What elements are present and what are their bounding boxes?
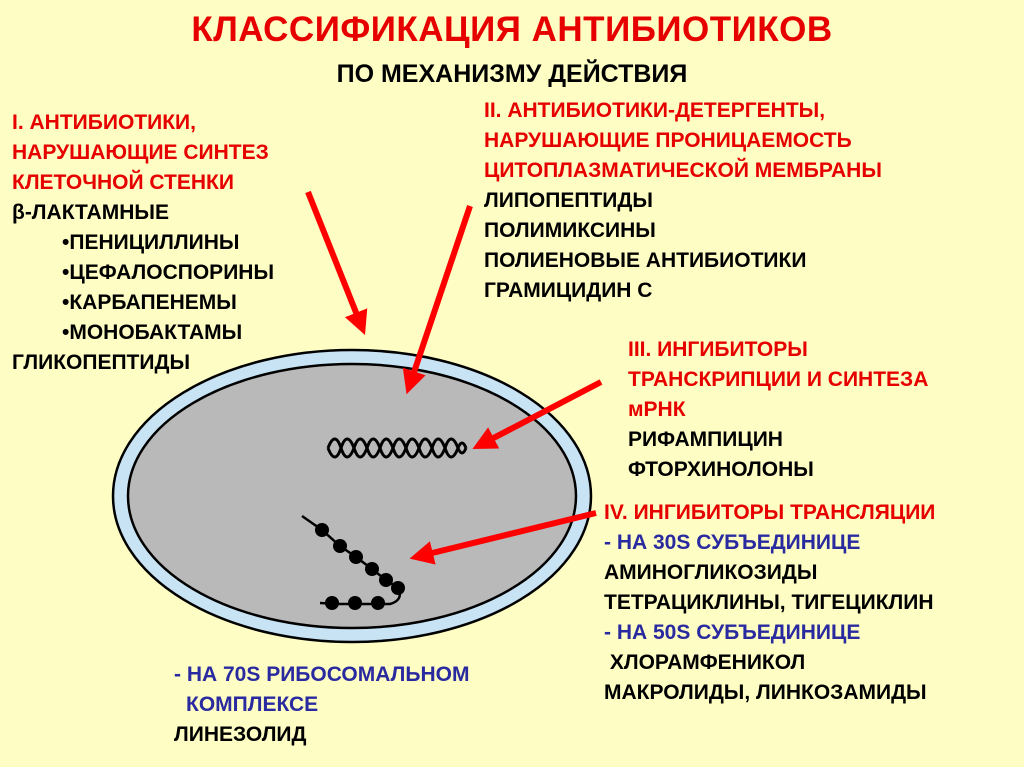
drug-item: ХЛОРАМФЕНИКОЛ <box>604 651 806 674</box>
drug-item: ФТОРХИНОЛОНЫ <box>628 458 814 481</box>
arrow-icon <box>409 510 597 565</box>
drug-item: ПОЛИМИКСИНЫ <box>484 219 656 242</box>
drug-item: АМИНОГЛИКОЗИДЫ <box>604 561 818 584</box>
drug-item: •ЦЕФАЛОСПОРИНЫ <box>62 261 275 284</box>
group-70s: - НА 70S РИБОСОМАЛЬНОМ КОМПЛЕКСЕ ЛИНЕЗОЛ… <box>174 660 469 750</box>
subgroup-label: - НА 70S РИБОСОМАЛЬНОМ <box>174 663 470 686</box>
arrow-icon <box>472 379 603 449</box>
group-header: КЛЕТОЧНОЙ СТЕНКИ <box>12 171 234 194</box>
subgroup-label: - НА 50S СУБЪЕДИНИЦЕ <box>604 621 861 644</box>
group-cell-wall: I. АНТИБИОТИКИ, НАРУШАЮЩИЕ СИНТЕЗ КЛЕТОЧ… <box>12 108 274 378</box>
group-header: ЦИТОПЛАЗМАТИЧЕСКОЙ МЕМБРАНЫ <box>484 159 882 182</box>
group-header: I. АНТИБИОТИКИ, <box>12 111 196 134</box>
group-header: II. АНТИБИОТИКИ-ДЕТЕРГЕНТЫ, <box>484 99 826 122</box>
group-header: НАРУШАЮЩИЕ СИНТЕЗ <box>12 141 269 164</box>
dna-helix-icon <box>326 437 468 459</box>
group-transcription: III. ИНГИБИТОРЫ ТРАНСКРИПЦИИ И СИНТЕЗА м… <box>628 335 928 485</box>
group-header: IV. ИНГИБИТОРЫ ТРАНСЛЯЦИИ <box>604 501 936 524</box>
group-header: мРНК <box>628 398 686 421</box>
arrow-icon <box>402 205 473 395</box>
drug-item: •КАРБАПЕНЕМЫ <box>62 291 237 314</box>
group-translation: IV. ИНГИБИТОРЫ ТРАНСЛЯЦИИ - НА 30S СУБЪЕ… <box>604 498 935 708</box>
page-title: КЛАССИФИКАЦИЯ АНТИБИОТИКОВ <box>191 10 833 49</box>
drug-item: ГРАМИЦИДИН С <box>484 279 653 302</box>
drug-item: •ПЕНИЦИЛЛИНЫ <box>62 231 240 254</box>
drug-item: МАКРОЛИДЫ, ЛИНКОЗАМИДЫ <box>604 681 927 704</box>
page-subtitle: ПО МЕХАНИЗМУ ДЕЙСТВИЯ <box>336 60 688 88</box>
drug-item: РИФАМПИЦИН <box>628 428 783 451</box>
drug-item: ЛИНЕЗОЛИД <box>174 723 307 746</box>
drug-item: •МОНОБАКТАМЫ <box>62 321 243 344</box>
drug-item: ЛИПОПЕПТИДЫ <box>484 189 653 212</box>
group-membrane: II. АНТИБИОТИКИ-ДЕТЕРГЕНТЫ, НАРУШАЮЩИЕ П… <box>484 96 882 306</box>
subgroup-label: - НА 30S СУБЪЕДИНИЦЕ <box>604 531 861 554</box>
subgroup-label: КОМПЛЕКСЕ <box>186 693 319 716</box>
drug-item: ТЕТРАЦИКЛИНЫ, ТИГЕЦИКЛИН <box>604 591 934 614</box>
drug-class: ГЛИКОПЕПТИДЫ <box>12 351 190 374</box>
cytoplasm <box>126 362 578 630</box>
ribosome-chain-icon <box>301 514 405 610</box>
arrow-icon <box>305 190 368 336</box>
drug-class: β-ЛАКТАМНЫЕ <box>12 201 169 224</box>
group-header: ТРАНСКРИПЦИИ И СИНТЕЗА <box>628 368 929 391</box>
drug-item: ПОЛИЕНОВЫЕ АНТИБИОТИКИ <box>484 249 807 272</box>
group-header: III. ИНГИБИТОРЫ <box>628 338 808 361</box>
group-header: НАРУШАЮЩИЕ ПРОНИЦАЕМОСТЬ <box>484 129 852 152</box>
